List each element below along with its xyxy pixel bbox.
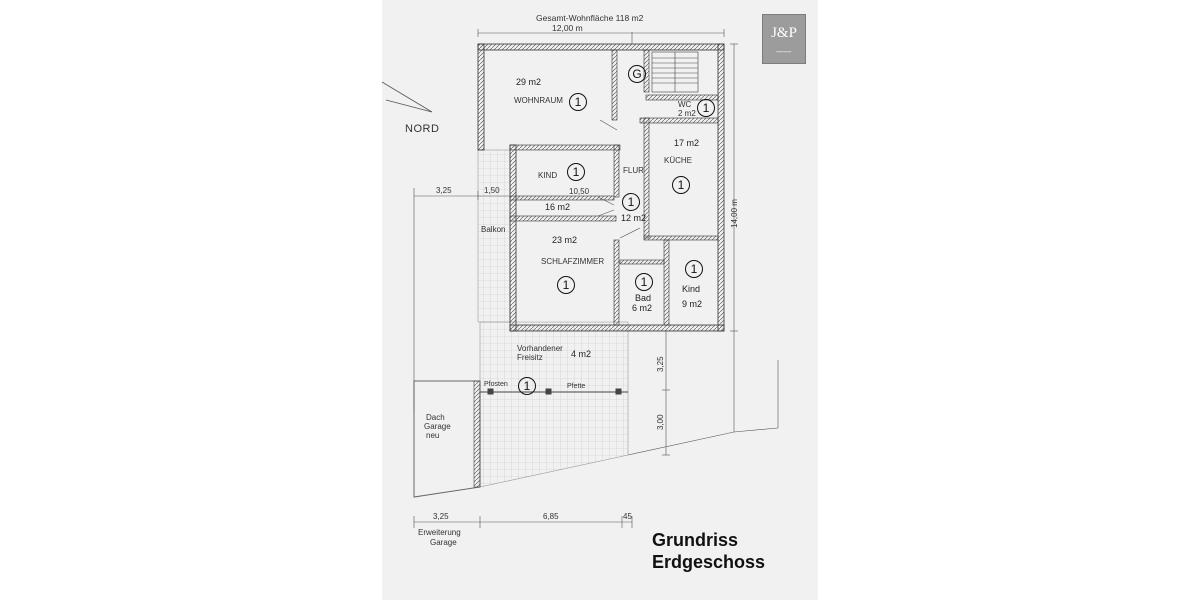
compass-label: NORD <box>405 123 440 135</box>
garage-outline <box>413 380 481 498</box>
kind2-label: Kind <box>682 284 701 294</box>
kueche-number: 1 <box>672 176 690 194</box>
flur-area: 12 m2 <box>621 213 647 223</box>
bad-area: 6 m2 <box>632 303 653 313</box>
inner-walls <box>509 49 719 326</box>
compass-arrow <box>381 81 433 113</box>
pfette-label: Pfette <box>567 383 586 390</box>
garage-label-line1: Dach <box>426 413 445 422</box>
dim-left-150: 1,50 <box>484 186 500 195</box>
wohnraum-area: 29 m2 <box>516 77 542 87</box>
wc-label: WC <box>678 100 692 109</box>
kind2-area: 9 m2 <box>682 299 703 309</box>
jp-logo: J&P ━━━━━━ <box>762 14 806 64</box>
total-area-label: Gesamt-Wohnfläche 118 m2 <box>536 13 644 23</box>
kind1-dimension: 10,50 <box>569 187 590 196</box>
dim-left-325: 3,25 <box>436 186 452 195</box>
kind1-area: 16 m2 <box>545 202 571 212</box>
dim-height-1400: 14,00 m <box>730 199 739 228</box>
wc-area: 2 m2 <box>678 109 696 118</box>
kind1-number: 1 <box>567 163 585 181</box>
garage-wall <box>473 380 481 488</box>
logo-subline: ━━━━━━ <box>776 50 792 54</box>
schlafzimmer-label: SCHLAFZIMMER <box>541 257 605 266</box>
schlafzimmer-number: 1 <box>557 276 575 294</box>
door-swings <box>597 119 641 239</box>
erweiterung-label-line2: Garage <box>430 538 457 547</box>
kueche-label: KÜCHE <box>664 156 693 165</box>
pfosten-label: Pfosten <box>484 381 508 388</box>
dim-bottom-325: 3,25 <box>433 512 449 521</box>
dim-right-300: 3,00 <box>656 414 665 430</box>
bad-label: Bad <box>635 293 652 303</box>
stair-marker: G <box>628 65 646 83</box>
kind2-number: 1 <box>685 260 703 278</box>
dim-bottom-685: 6,85 <box>543 512 559 521</box>
dimension-lines <box>413 29 779 528</box>
balkon-label: Balkon <box>481 225 506 234</box>
freisitz-label-line2: Freisitz <box>517 353 543 362</box>
erweiterung-label-line1: Erweiterung <box>418 528 461 537</box>
pfette-beam <box>480 388 628 395</box>
staircase <box>651 51 699 93</box>
garage-label-line2: Garage <box>424 422 451 431</box>
width-dimension-label: 12,00 m <box>552 23 583 33</box>
plan-title-line2: Erdgeschoss <box>652 552 766 572</box>
plan-sheet <box>382 0 818 600</box>
freisitz-area: 4 m2 <box>571 349 592 359</box>
balkon-paving <box>477 149 511 323</box>
flur-label: FLUR <box>623 166 644 175</box>
dim-right-325: 3,25 <box>656 356 665 372</box>
plan-title-line1: Grundriss <box>652 530 739 550</box>
freisitz-number: 1 <box>518 377 536 395</box>
dim-bottom-45: 45 <box>623 512 632 521</box>
garage-label-line3: neu <box>426 431 440 440</box>
kueche-area: 17 m2 <box>674 138 700 148</box>
wohnraum-label: WOHNRAUM <box>514 96 563 105</box>
freisitz-label-line1: Vorhandener <box>517 344 563 353</box>
kind1-label: KIND <box>538 171 558 180</box>
flur-number: 1 <box>622 193 640 211</box>
wohnraum-number: 1 <box>569 93 587 111</box>
bad-number: 1 <box>635 273 653 291</box>
wc-number: 1 <box>697 99 715 117</box>
schlafzimmer-area: 23 m2 <box>552 235 578 245</box>
